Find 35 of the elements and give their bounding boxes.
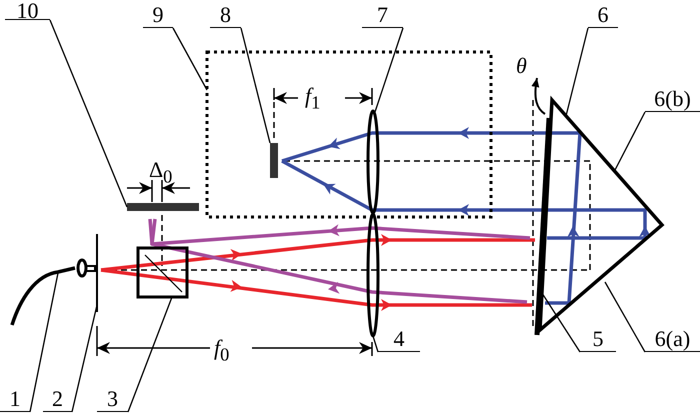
- leader-line: [49, 20, 128, 208]
- callout-number: 8: [210, 4, 241, 28]
- optical-fiber-drawing: [10, 258, 96, 326]
- beam-splitter-cube: [136, 246, 188, 298]
- leader-line: [172, 28, 208, 90]
- leader-line: [240, 28, 271, 144]
- leader-line: [614, 112, 646, 170]
- callout-number: 9: [143, 4, 173, 28]
- leader-line: [29, 272, 59, 412]
- lens: [366, 110, 380, 214]
- dimension-label: Δ$_{0}$: [149, 158, 172, 188]
- callout-number: 6(b): [645, 88, 700, 112]
- leader-line: [565, 28, 589, 116]
- angle-label: θ: [516, 54, 527, 78]
- leader-line: [71, 304, 98, 412]
- callout-number: 5: [580, 328, 616, 352]
- dimension-label: f$_{0}$: [214, 336, 230, 366]
- callout-number: 10: [5, 0, 50, 20]
- detector-bar: [270, 143, 278, 178]
- callout-number: 6: [588, 4, 618, 28]
- lens: [366, 212, 380, 338]
- detector-bar: [127, 203, 199, 211]
- leader-line: [372, 336, 379, 352]
- dotted-enclosure: [206, 50, 492, 218]
- leader-line: [374, 28, 404, 112]
- glass-plate: [534, 118, 552, 336]
- callout-number: 3: [97, 388, 128, 412]
- dimension-label: f$_{1}$: [305, 84, 320, 114]
- callout-number: 2: [43, 388, 72, 412]
- leader-line: [604, 282, 646, 352]
- callout-number: 1: [0, 388, 30, 412]
- callout-number: 4: [378, 328, 420, 352]
- callout-number: 7: [362, 4, 403, 28]
- leader-line: [127, 296, 173, 412]
- callout-number: 6(a): [645, 328, 700, 352]
